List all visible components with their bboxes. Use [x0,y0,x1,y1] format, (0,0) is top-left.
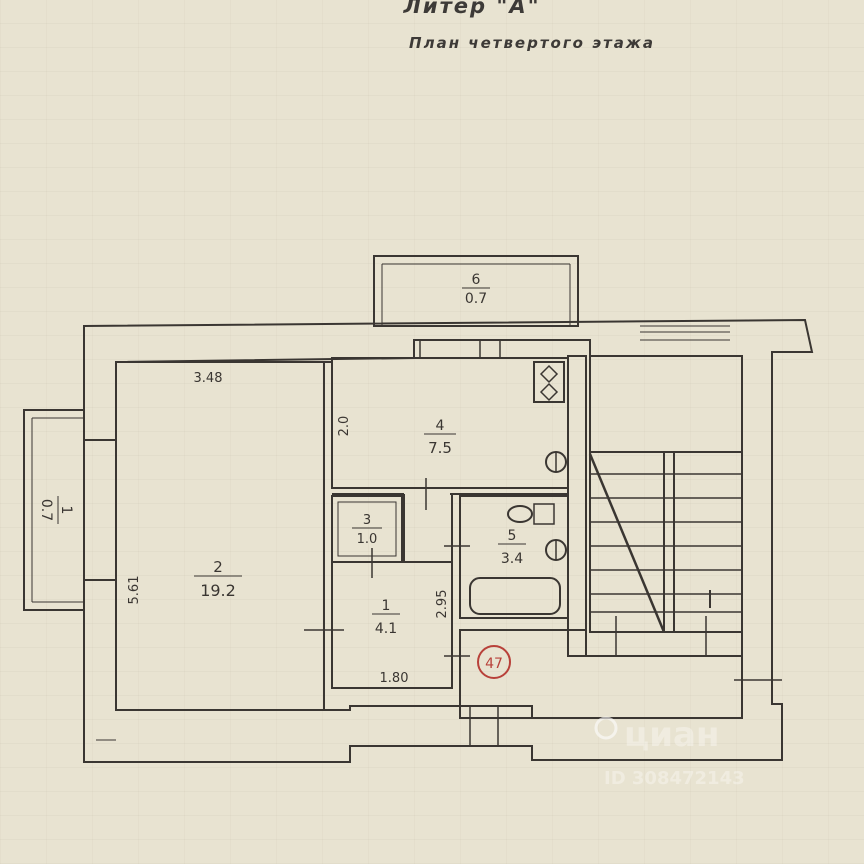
room-5-number: 5 [508,528,517,544]
bathtub-icon [469,577,561,615]
room-5-area: 3.4 [501,551,523,567]
room-2-outline [115,361,325,711]
stove-icon [533,361,565,403]
watermark-id: ID 308472143 [604,768,745,789]
dimension-room2-width: 3.48 [194,371,223,386]
room-3-number: 3 [363,513,371,528]
room-6-number: 6 [472,272,481,288]
dimension-hall-length: 2.95 [435,590,450,619]
toilet-icon [507,505,533,523]
room-2-area: 19.2 [200,581,236,600]
dimension-room2-length: 5.61 [127,576,142,605]
room-3-outline [331,495,403,563]
watermark-logo-icon [594,716,618,740]
plan-subtitle: План четвертого этажа [409,34,655,52]
dimension-hall-width: 1.80 [380,671,409,686]
stair-flight [588,451,743,657]
room-4-area: 7.5 [428,439,452,457]
room-2-number: 2 [213,558,223,576]
watermark: циан ID 308472143 [594,715,745,789]
outer-wall-inner [115,339,743,719]
apartment-badge [477,645,511,679]
balcony-upper-outline [373,255,579,327]
room-4-number: 4 [436,418,445,434]
room-1-area: 4.1 [375,621,397,637]
outer-wall-outer [83,318,814,763]
plan-title: Литер "А" [403,0,541,18]
watermark-brand: циан [624,715,719,755]
room-3-area: 1.0 [357,532,378,547]
balcony-left-number: 1 [58,506,74,515]
apartment-badge-number: 47 [485,656,503,672]
room-1-number: 1 [382,598,391,614]
room-6-area: 0.7 [465,291,487,307]
balcony-left-area: 0.7 [38,499,54,521]
dimension-room4-depth: 2.0 [337,416,352,437]
room-4-outline [331,357,569,489]
